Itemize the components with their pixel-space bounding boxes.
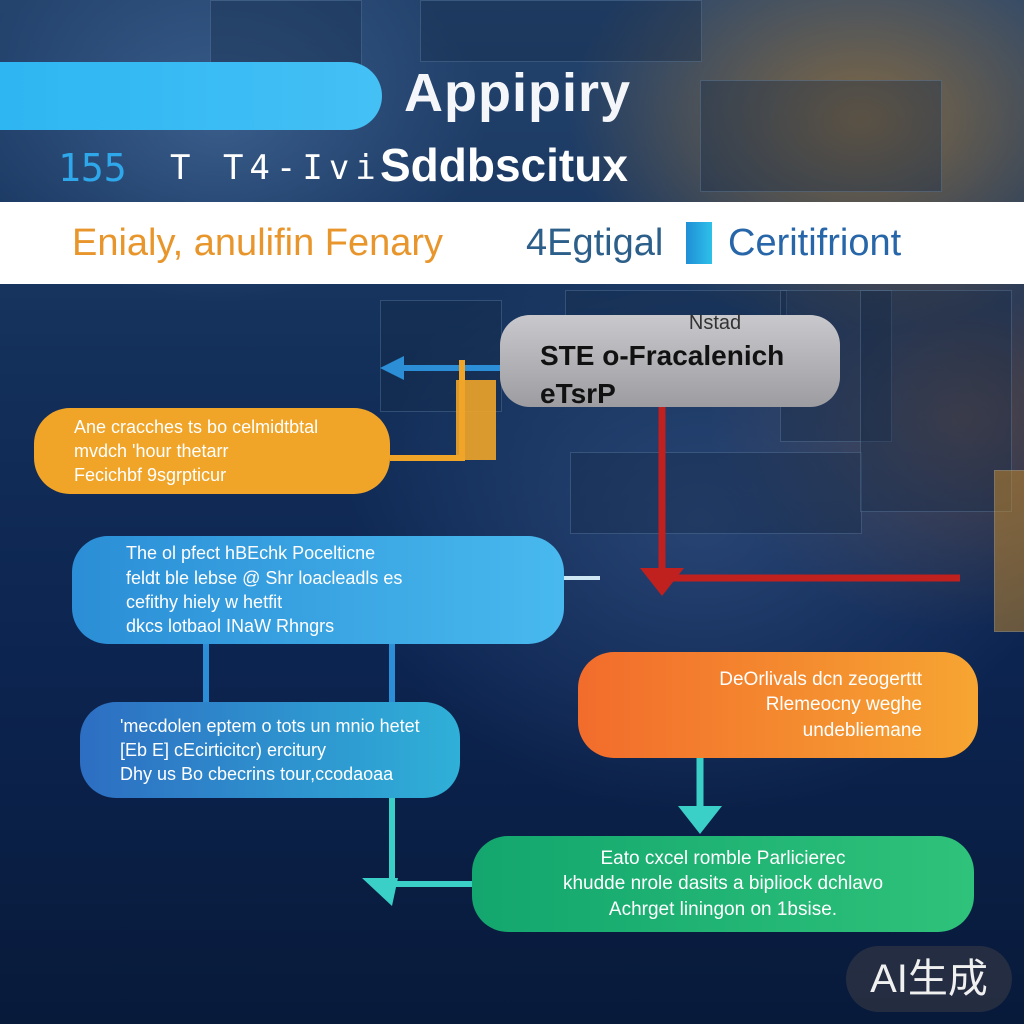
arrowhead bbox=[380, 356, 404, 380]
node-text-line: undebliemane bbox=[803, 718, 922, 744]
flow-node-orange-right: DeOrlivals dcn zeogerttt Rlemeocny weghe… bbox=[578, 652, 978, 758]
node-text-line: Rlemeocny weghe bbox=[766, 692, 922, 718]
connector-teal bbox=[392, 798, 472, 884]
node-text-line: Dhy us Bo cbecrins tour,ccodaoaa bbox=[120, 762, 420, 786]
node-text-line: DeOrlivals dcn zeogerttt bbox=[719, 667, 922, 693]
node-text-line: Ane cracches ts bo celmidtbtal bbox=[74, 415, 350, 439]
node-top-line-1: Nstad bbox=[689, 310, 741, 337]
node-text-line: Eato cxcel romble Parlicierec bbox=[601, 846, 846, 872]
node-text-line: 'mecdolen eptem o tots un mnio hetet bbox=[120, 714, 420, 738]
flow-node-top: Nstad STE o-Fracalenich eTsrP bbox=[500, 315, 840, 407]
node-top-line-2: STE o-Fracalenich eTsrP bbox=[540, 337, 800, 413]
node-text-line: Fecichbf 9sgrpticur bbox=[74, 463, 350, 487]
connector-red bbox=[662, 406, 960, 578]
flow-node-blue-mid: The ol pfect hBEchk Pocelticne feldt ble… bbox=[72, 536, 564, 644]
node-text-line: dkcs lotbaol INaW Rhngrs bbox=[126, 614, 524, 638]
node-text-line: Achrget liningon on 1bsise. bbox=[609, 897, 837, 923]
arrowhead-red bbox=[640, 568, 684, 596]
node-text-line: The ol pfect hBEchk Pocelticne bbox=[126, 541, 524, 565]
flow-node-teal-left: 'mecdolen eptem o tots un mnio hetet [Eb… bbox=[80, 702, 460, 798]
node-text-line: feldt ble lebse @ Shr loacleadls es bbox=[126, 566, 524, 590]
flow-node-orange-left: Ane cracches ts bo celmidtbtal mvdch 'ho… bbox=[34, 408, 390, 494]
ai-generated-badge: AI生成 bbox=[846, 946, 1012, 1012]
flow-node-green-bottom: Eato cxcel romble Parlicierec khudde nro… bbox=[472, 836, 974, 932]
node-text-line: [Eb E] cEcirticitcr) ercitury bbox=[120, 738, 420, 762]
arrowhead-teal bbox=[362, 878, 398, 906]
connector-block bbox=[456, 380, 496, 460]
node-text-line: mvdch 'hour thetarr bbox=[74, 439, 350, 463]
node-text-line: khudde nrole dasits a bipliock dchlavo bbox=[563, 871, 883, 897]
node-text-line: cefithy hiely w hetfit bbox=[126, 590, 524, 614]
arrowhead-teal-down bbox=[678, 806, 722, 834]
